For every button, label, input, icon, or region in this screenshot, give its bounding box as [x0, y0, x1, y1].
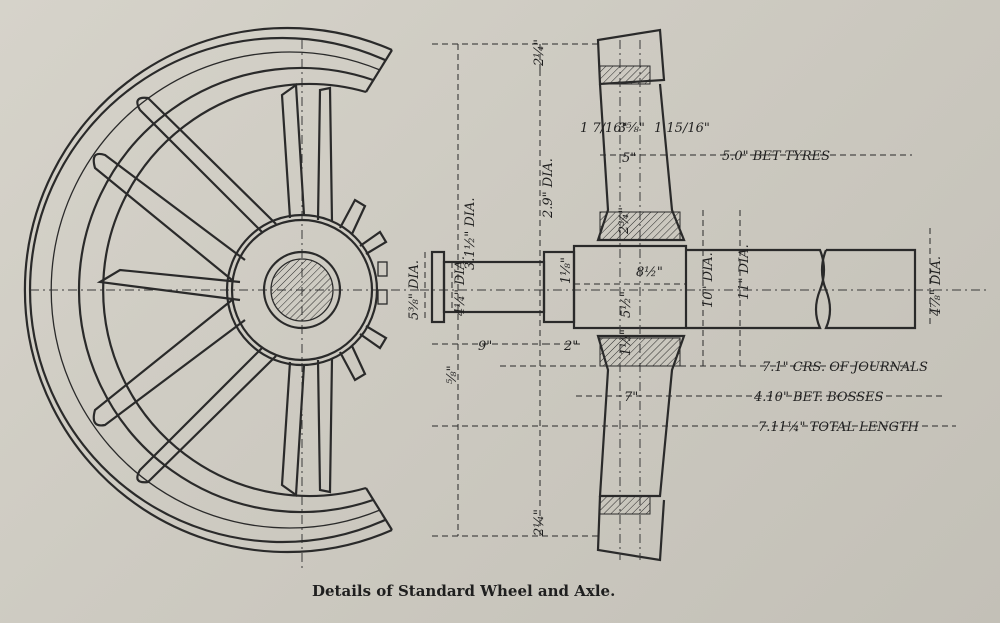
dim-wheel-dia: 3.1½" DIA.	[463, 198, 478, 270]
dim-journal-length: 9"	[478, 339, 492, 354]
dim-flange-left: 1 7/16"	[580, 121, 628, 136]
dim-bet-tyres: 5.0" BET TYRES	[722, 149, 830, 164]
axle-section	[420, 28, 990, 562]
dim-journal-dia: 4¼" DIA.	[453, 256, 468, 317]
wheel-elevation	[23, 26, 420, 570]
dim-axle-dia: 4⅞" DIA.	[929, 256, 944, 317]
dim-fillet: ⅝"	[445, 365, 460, 384]
dim-wheel-inner-dia: 2.9" DIA.	[541, 158, 556, 219]
dim-seat-dia: 10" DIA.	[701, 252, 716, 308]
dim-rim-top: 2¼"	[532, 39, 547, 67]
dim-boss-bottom: 1½"	[619, 329, 634, 356]
wheel-spokes	[92, 82, 388, 498]
dim-crs-journals: 7.1" CRS. OF JOURNALS	[762, 360, 928, 375]
dim-wheel-seat-left: 1⅛"	[559, 257, 574, 284]
dim-boss-top: 2¾"	[617, 207, 632, 235]
figure-caption: Details of Standard Wheel and Axle.	[312, 582, 615, 600]
dim-seat-length: 8½"	[636, 265, 663, 280]
dim-total-length: 7.11¼" TOTAL LENGTH	[758, 420, 920, 435]
dim-tread: 3⅝"	[618, 121, 645, 136]
dim-boss-len: 7"	[624, 390, 638, 405]
dimension-lines	[424, 43, 956, 537]
dim-bet-bosses: 4.10" BET. BOSSES	[753, 390, 884, 405]
dim-flange-right: 1 15/16"	[654, 121, 710, 136]
dim-collar: 2"	[563, 339, 578, 354]
dim-rim-bottom: 2¼"	[532, 509, 547, 537]
dim-boss-dia: 11" DIA.	[737, 244, 752, 300]
dim-journal-end-dia: 5⅜" DIA.	[407, 260, 422, 320]
dim-seat-mid: 5½"	[619, 291, 634, 318]
dim-tyre-width: 5"	[622, 151, 636, 166]
